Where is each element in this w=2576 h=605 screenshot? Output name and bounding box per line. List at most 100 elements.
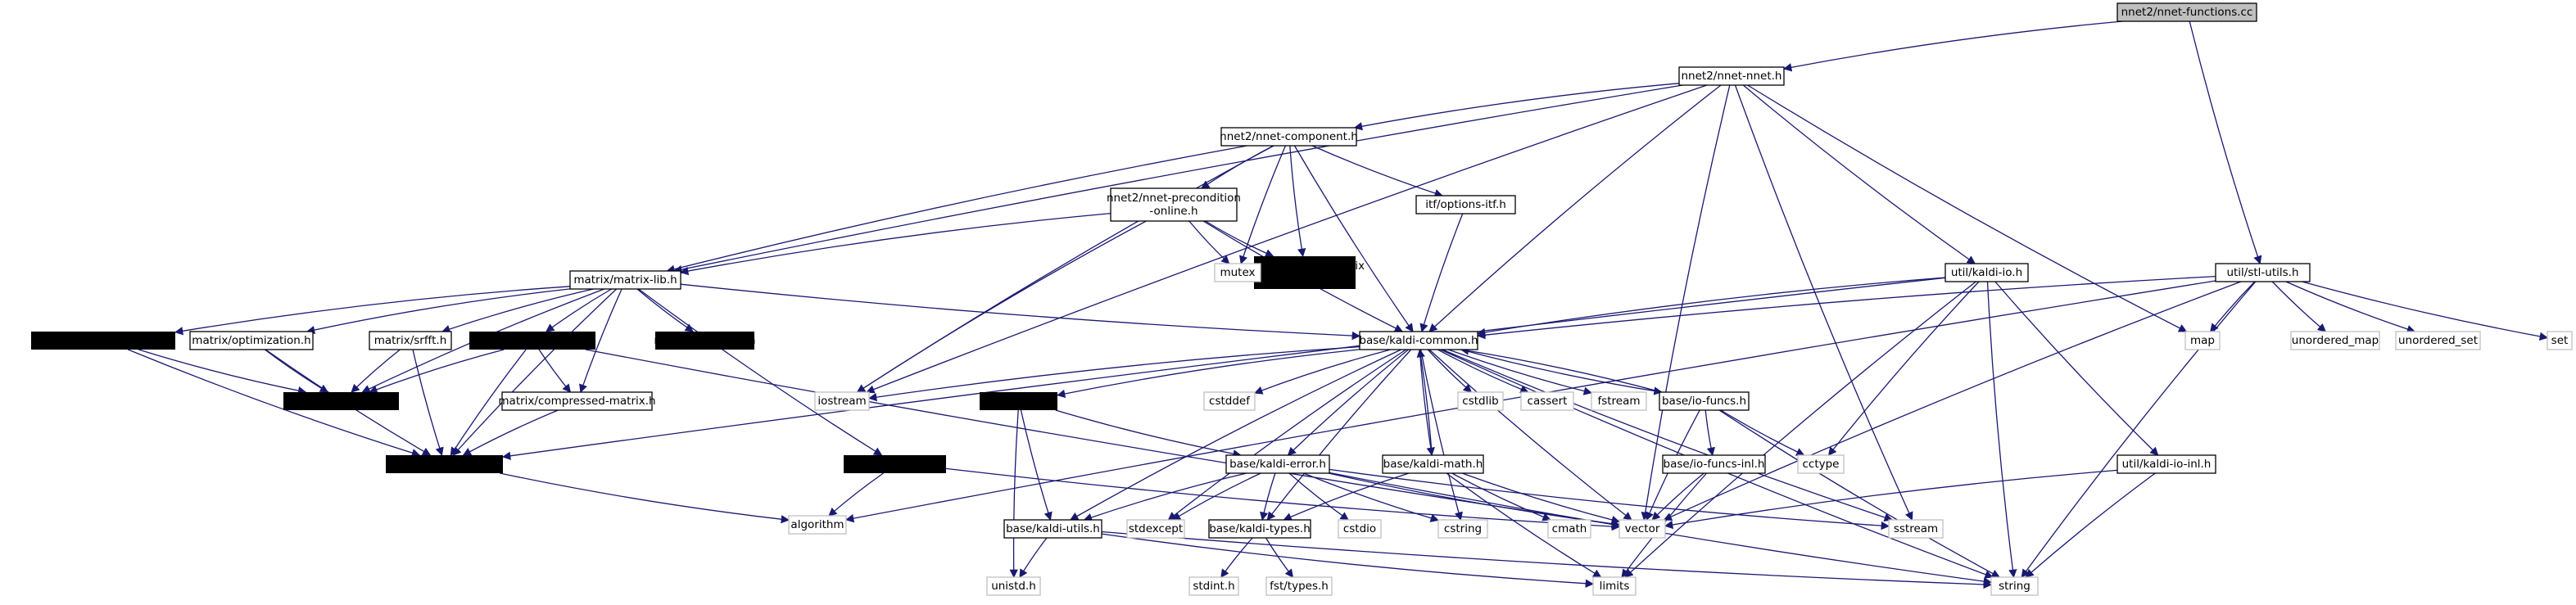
include-edge-nnet_component_h-to-matrix_lib_h (666, 145, 1247, 273)
node-base-io-funcs-inl-h[interactable]: base/io-funcs-inl.h (1662, 454, 1766, 474)
edge-layer (128, 20, 2549, 589)
node-box (1110, 187, 1238, 222)
include-edge-base_kaldi_common_h-to-sstream (1442, 349, 1893, 521)
include-edge-nnet_nnet_h-to-nnet_component_h (1353, 83, 1680, 131)
node-util-kaldi-io-inl-h[interactable]: util/kaldi-io-inl.h (2116, 454, 2216, 474)
node-box (2290, 331, 2380, 350)
node-label: -online.h (1149, 205, 1197, 218)
include-edge-nnet_component_h-to-base_kaldi_common_h (1293, 145, 1414, 332)
node-nnet-precondition-h[interactable]: nnet2/nnet-precondition-online.h (1107, 187, 1241, 222)
node-box (1254, 256, 1356, 289)
node-box (1591, 391, 1647, 411)
include-edge-util_stl_utils_h-to-set (2302, 281, 2549, 341)
include-edge-base_timer_h-to-base_kaldi_error_h (1055, 409, 1242, 458)
node-matrix-kaldi-matrix-h[interactable]: matrix/kaldi-matrix.h (386, 455, 503, 473)
node-matrix-tp-matrix-h[interactable]: matrix/tp-matrix.h (654, 332, 756, 350)
include-edge-util_kaldi_io_inl_h-to-string (2025, 472, 2156, 578)
include-edge-matrix_lib_h-to-matrix_kaldi_matrix_h (452, 288, 618, 456)
node-util-stl-utils-h[interactable]: util/stl-utils.h (2215, 263, 2311, 282)
node-matrix-compressed-matrix-h[interactable]: matrix/compressed-matrix.h (498, 391, 656, 411)
node-box (386, 455, 503, 473)
node-box (1126, 519, 1185, 539)
node-box (469, 332, 595, 350)
node-box (1797, 454, 1845, 474)
node-matrix-sparse-matrix-h[interactable]: matrix/sparse-matrix.h (469, 332, 596, 350)
node-label: stdexcept (1129, 522, 1183, 535)
include-edge-base_kaldi_common_h-to-iostream (867, 345, 1360, 402)
node-box (189, 331, 314, 350)
node-matrix-lib-h[interactable]: matrix/matrix-lib.h (569, 270, 681, 290)
include-edge-base_kaldi_common_h-to-cstdlib (1427, 349, 1473, 393)
include-edge-base_kaldi_common_h-to-base_timer_h (1056, 349, 1360, 399)
node-matrix-sp-matrix-h[interactable]: matrix/sp-matrix.h (844, 455, 947, 473)
node-string: string (1990, 576, 2039, 596)
node-nnet-nnet-h[interactable]: nnet2/nnet-nnet.h (1678, 66, 1785, 86)
node-box (1220, 127, 1357, 147)
node-algorithm: algorithm (788, 515, 847, 535)
node-matrix-optimization-h[interactable]: matrix/optimization.h (189, 331, 314, 350)
node-nnet-functions-cc[interactable]: nnet2/nnet-functions.cc (2116, 2, 2257, 22)
node-box (1944, 263, 2029, 282)
node-fst-types-h: fst/types.h (1265, 576, 1333, 596)
node-stdint-h: stdint.h (1188, 576, 1239, 596)
include-edge-base_timer_h-to-base_kaldi_utils_h (1020, 409, 1053, 521)
node-box (1203, 391, 1256, 411)
node-label: matrix/kaldi-vector.h (284, 395, 398, 408)
node-itf-options-h[interactable]: itf/options-itf.h (1415, 195, 1516, 214)
node-util-kaldi-io-h[interactable]: util/kaldi-io.h (1944, 263, 2029, 282)
node-matrix-kaldi-vector-h[interactable]: matrix/kaldi-vector.h (283, 392, 399, 410)
include-edge-matrix_lib_h-to-base_kaldi_common_h (680, 283, 1361, 341)
node-box (1214, 263, 1261, 282)
node-label: base/kaldi-common.h (1359, 334, 1478, 347)
node-base-io-funcs-h[interactable]: base/io-funcs.h (1659, 391, 1750, 411)
node-box (1888, 519, 1944, 539)
node-box (283, 392, 399, 410)
node-box (814, 391, 870, 411)
include-edge-base_io_funcs_h-to-cctype (1720, 409, 1805, 456)
node-box (31, 332, 175, 350)
node-label: fstream (1597, 395, 1640, 408)
include-edge-nnet_component_h-to-mutex (1239, 145, 1286, 264)
node-base-kaldi-error-h[interactable]: base/kaldi-error.h (1225, 454, 1330, 474)
node-label: base/io-funcs-inl.h (1664, 458, 1765, 471)
node-matrix-srfft-h[interactable]: matrix/srfft.h (369, 331, 452, 350)
node-box (569, 270, 681, 290)
node-base-kaldi-common-h[interactable]: base/kaldi-common.h (1359, 331, 1478, 350)
node-label: limits (1600, 580, 1630, 593)
node-box (980, 392, 1057, 410)
node-label: base/kaldi-types.h (1209, 522, 1311, 535)
node-stdexcept: stdexcept (1126, 519, 1185, 539)
include-edge-util_stl_utils_h-to-unordered_set (2285, 281, 2416, 333)
node-label: sstream (1894, 522, 1938, 535)
include-edge-nnet_component_h-to-iostream (856, 145, 1274, 393)
include-edge-base_kaldi_common_h-to-stdexcept (1167, 349, 1406, 521)
node-base-kaldi-math-h[interactable]: base/kaldi-math.h (1382, 454, 1484, 474)
include-edge-nnet_component_h-to-itf_options_h (1311, 145, 1443, 198)
node-unordered-map: unordered_map (2290, 331, 2380, 350)
node-base-timer-h[interactable]: base/timer.h (980, 392, 1057, 410)
include-edge-base_kaldi_error_h-to-sstream (1329, 468, 1890, 531)
include-edge-util_kaldi_io_h-to-matrix_kaldi_matrix_h (501, 277, 1946, 460)
node-base-kaldi-types-h[interactable]: base/kaldi-types.h (1208, 519, 1311, 539)
node-layer: nnet2/nnet-functions.cc nnet2/nnet-nnet.h… (31, 2, 2573, 596)
node-cu-matrix-lib-h[interactable]: cudamatrix/cu-matrix-lib.h (1245, 256, 1365, 289)
node-label: mutex (1220, 266, 1255, 279)
node-fstream: fstream (1591, 391, 1647, 411)
node-label: matrix/matrix-lib.h (573, 273, 677, 287)
node-label: matrix/tp-matrix.h (654, 334, 755, 347)
node-label: matrix/sparse-matrix.h (469, 334, 595, 347)
node-base-kaldi-utils-h[interactable]: base/kaldi-utils.h (1003, 519, 1102, 539)
node-box (1457, 391, 1504, 411)
node-matrix-functions-h[interactable]: matrix/matrix-functions.h (31, 332, 175, 350)
node-label: nnet2/nnet-functions.cc (2121, 6, 2253, 19)
node-box (655, 332, 754, 350)
node-limits: limits (1592, 576, 1637, 596)
node-box (1359, 331, 1478, 350)
include-edge-util_kaldi_io_h-to-util_kaldi_io_inl_h (1994, 281, 2159, 456)
node-label: util/stl-utils.h (2226, 266, 2298, 279)
node-nnet-component-h[interactable]: nnet2/nnet-component.h (1220, 127, 1358, 147)
node-box (1547, 519, 1591, 539)
include-edge-matrix_lib_h-to-matrix_srfft_h (441, 288, 594, 333)
include-edge-nnet_nnet_h-to-iostream (866, 84, 1708, 394)
node-unordered-set: unordered_set (2395, 331, 2481, 350)
